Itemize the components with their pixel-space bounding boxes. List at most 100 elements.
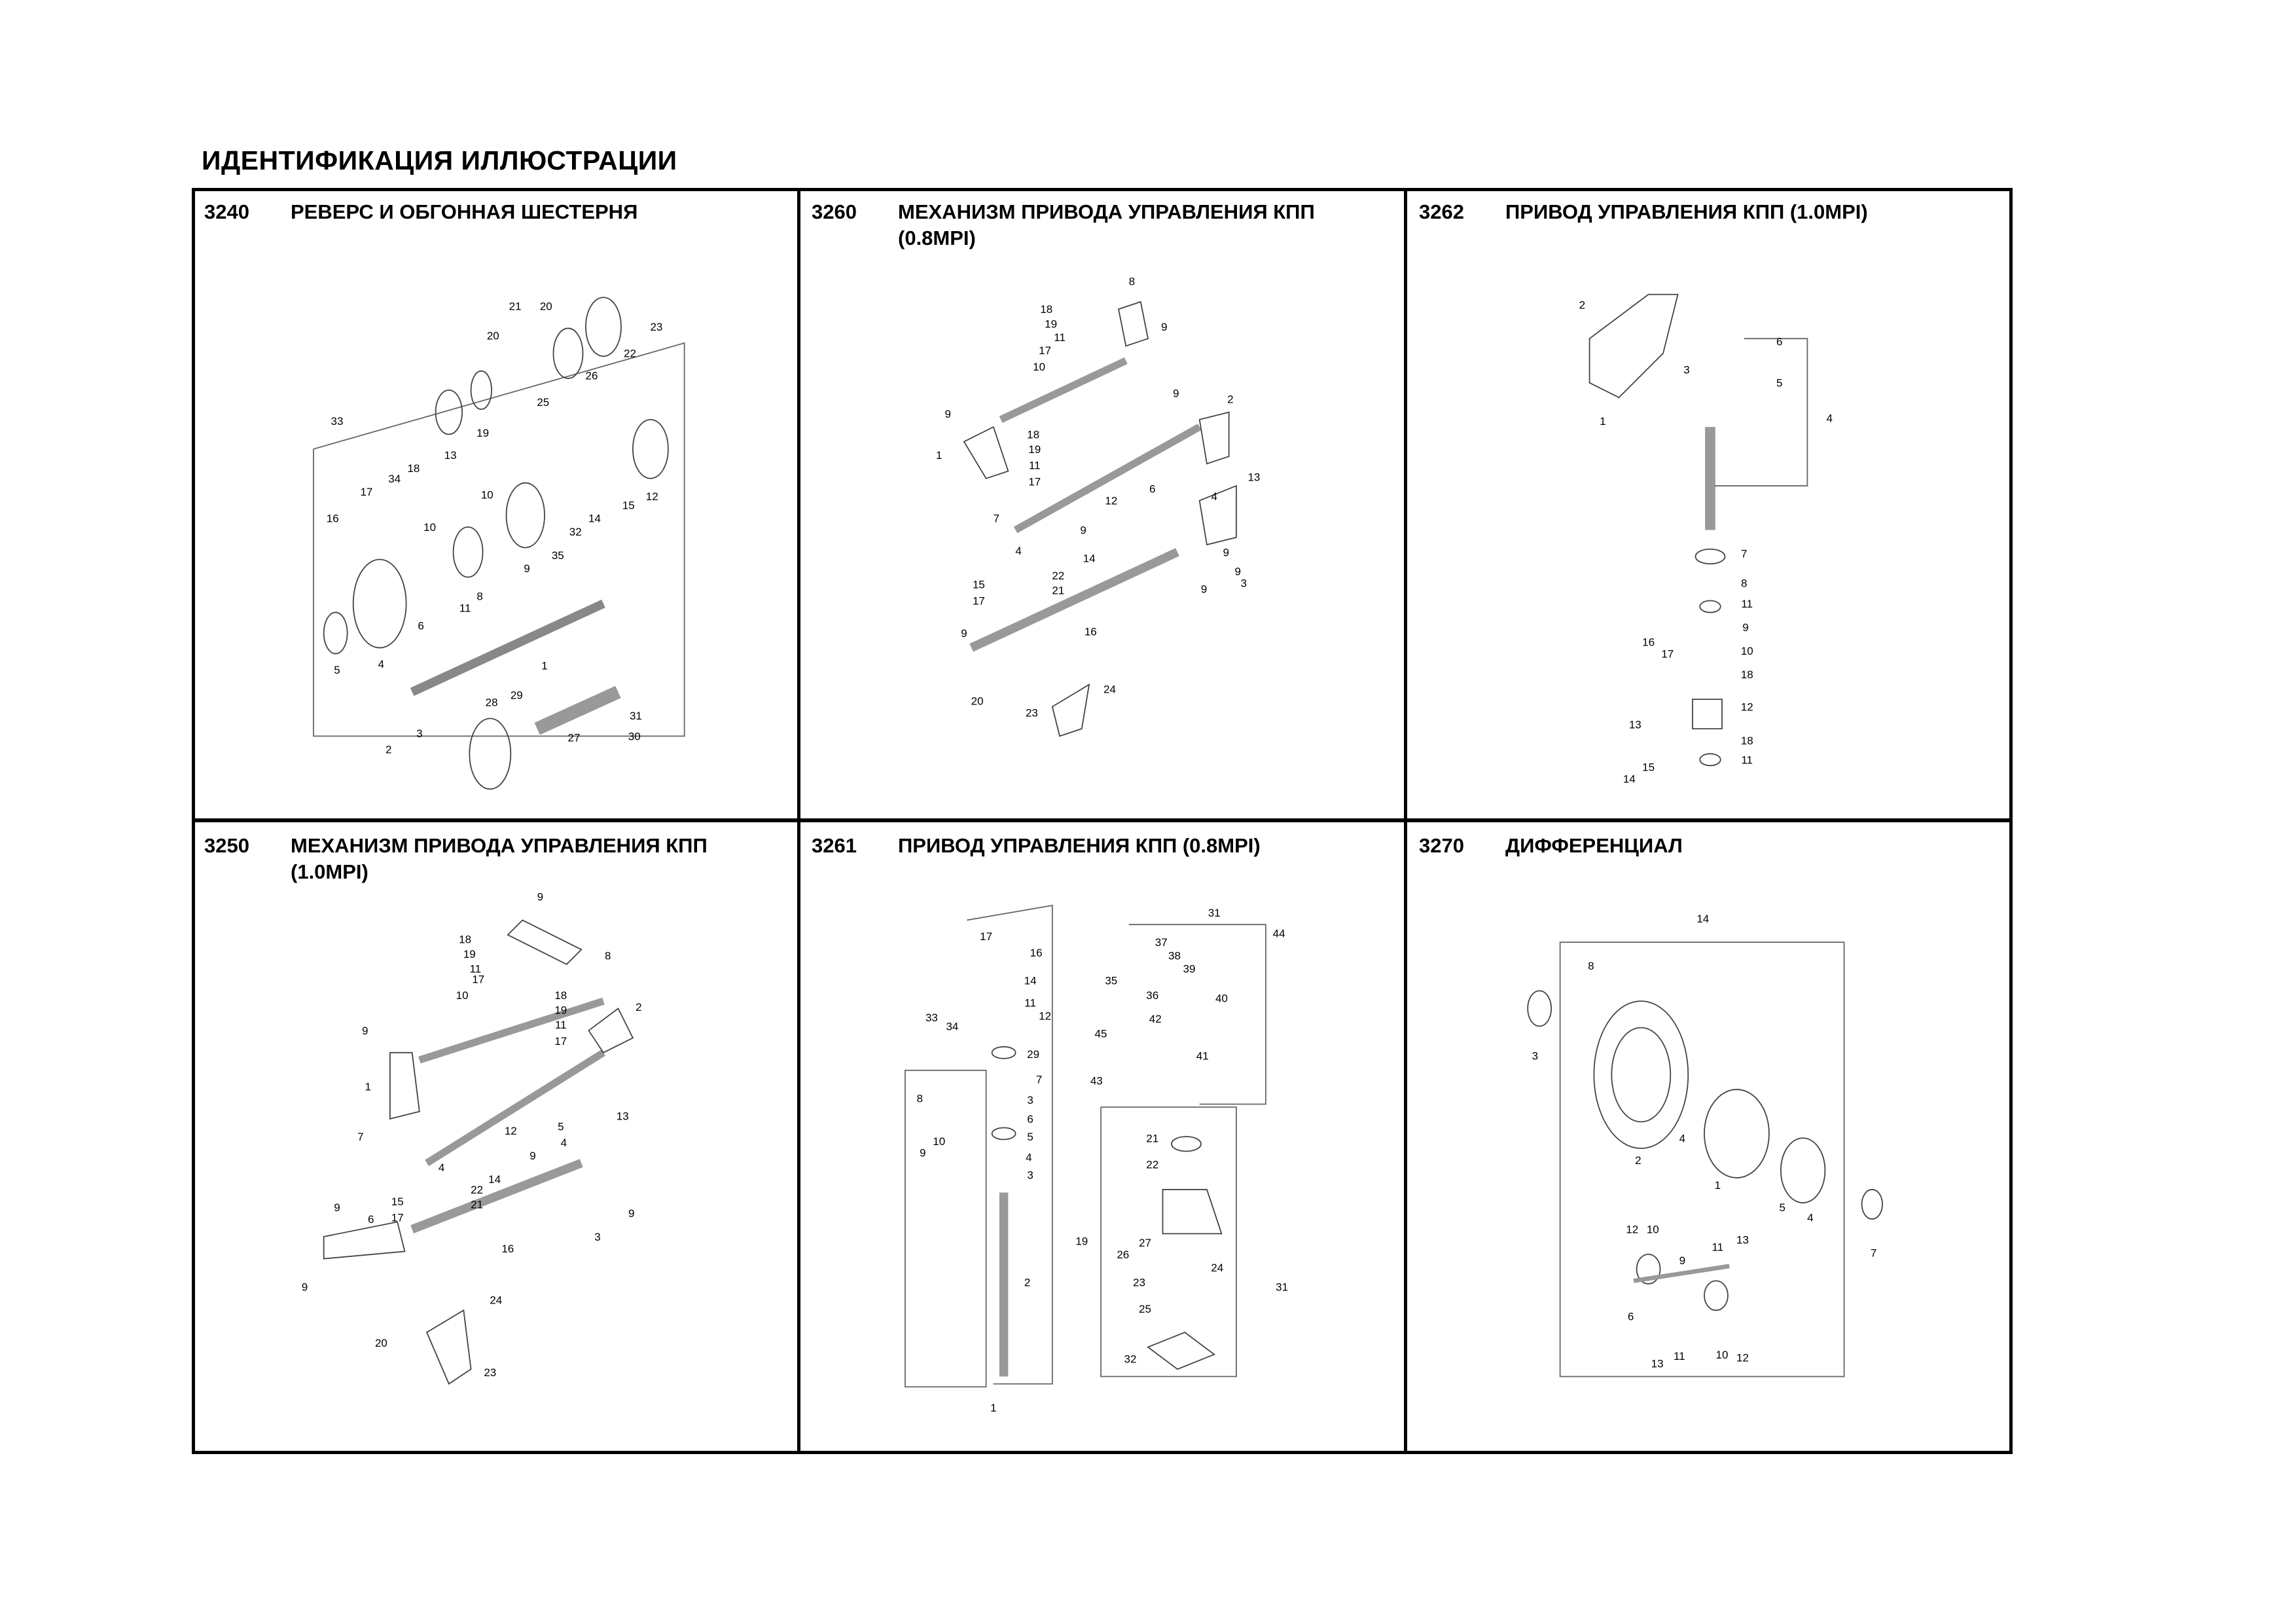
callout-number: 7 bbox=[994, 513, 999, 525]
callout-number: 1 bbox=[1600, 415, 1605, 428]
panel-title: ПРИВОД УПРАВЛЕНИЯ КПП (0.8MPI) bbox=[898, 834, 1261, 857]
callout-number: 7 bbox=[1741, 548, 1747, 560]
callout-number: 20 bbox=[487, 330, 499, 342]
callout-number: 24 bbox=[1103, 683, 1116, 695]
callout-number: 14 bbox=[1623, 773, 1636, 786]
callout-number: 11 bbox=[1741, 754, 1753, 766]
callout-number: 31 bbox=[630, 710, 642, 722]
callout-number: 43 bbox=[1090, 1075, 1103, 1087]
callout-number: 25 bbox=[1139, 1303, 1151, 1315]
callout-number: 6 bbox=[1027, 1113, 1033, 1125]
callout-number: 1 bbox=[1715, 1179, 1721, 1192]
panel-number: 3270 bbox=[1419, 834, 1464, 857]
callout-number: 20 bbox=[971, 695, 984, 707]
callout-number: 37 bbox=[1155, 936, 1168, 949]
callout-number: 23 bbox=[1133, 1277, 1145, 1289]
callout-number: 12 bbox=[505, 1125, 517, 1137]
callout-number: 9 bbox=[1742, 621, 1748, 634]
callout-number: 13 bbox=[444, 449, 457, 462]
callout-number: 10 bbox=[1033, 361, 1045, 373]
callout-number: 18 bbox=[1741, 735, 1753, 747]
callout-number: 10 bbox=[1741, 645, 1753, 657]
panel-number: 3261 bbox=[812, 834, 857, 857]
callout-number: 11 bbox=[1029, 460, 1041, 472]
callout-number: 28 bbox=[486, 697, 498, 709]
callout-number: 9 bbox=[362, 1025, 368, 1037]
callout-number: 3 bbox=[1027, 1094, 1033, 1106]
callout-number: 13 bbox=[1651, 1357, 1664, 1370]
callout-number: 17 bbox=[472, 973, 484, 985]
callout-number: 11 bbox=[1674, 1350, 1685, 1362]
callout-number: 16 bbox=[1085, 626, 1097, 638]
callout-number: 10 bbox=[456, 989, 469, 1002]
callout-number: 7 bbox=[357, 1131, 363, 1143]
callout-number: 8 bbox=[605, 949, 611, 962]
callout-number: 9 bbox=[944, 408, 950, 420]
callout-number: 41 bbox=[1196, 1049, 1209, 1062]
callout-number: 6 bbox=[368, 1213, 374, 1226]
callout-number: 12 bbox=[1626, 1224, 1638, 1236]
callout-number: 2 bbox=[636, 1001, 641, 1013]
callout-number: 4 bbox=[378, 658, 384, 670]
callout-number: 6 bbox=[1149, 483, 1155, 496]
callout-number: 21 bbox=[1146, 1132, 1158, 1144]
callout-number: 24 bbox=[490, 1294, 502, 1307]
callout-number: 17 bbox=[1661, 647, 1674, 660]
callout-number: 9 bbox=[1201, 583, 1207, 596]
callout-number: 6 bbox=[1628, 1310, 1634, 1322]
callout-number: 2 bbox=[1024, 1277, 1030, 1289]
callout-number: 9 bbox=[1679, 1254, 1685, 1267]
callout-number: 18 bbox=[1027, 428, 1039, 441]
callout-number: 19 bbox=[463, 948, 476, 960]
callout-number: 8 bbox=[1129, 276, 1135, 288]
callout-number: 33 bbox=[331, 415, 344, 428]
callout-number: 8 bbox=[476, 591, 482, 603]
callout-number: 2 bbox=[1635, 1154, 1641, 1167]
diagram-3262-shift-control bbox=[1588, 293, 1808, 767]
callout-number: 17 bbox=[554, 1035, 567, 1048]
callout-number: 5 bbox=[558, 1120, 564, 1133]
callout-number: 4 bbox=[1015, 545, 1021, 557]
callout-number: 34 bbox=[946, 1020, 958, 1032]
panel-number: 3250 bbox=[204, 834, 249, 857]
callout-number: 13 bbox=[617, 1110, 629, 1123]
callout-number: 23 bbox=[650, 321, 662, 333]
callout-number: 34 bbox=[388, 473, 401, 485]
callout-number: 4 bbox=[561, 1137, 567, 1149]
callout-number: 24 bbox=[1211, 1262, 1223, 1274]
panel-number: 3260 bbox=[812, 200, 857, 223]
callout-number: 19 bbox=[1075, 1235, 1088, 1248]
callout-number: 45 bbox=[1095, 1028, 1107, 1040]
callout-number: 14 bbox=[588, 513, 601, 525]
callout-number: 42 bbox=[1149, 1013, 1162, 1025]
callout-number: 11 bbox=[469, 963, 481, 976]
callout-number: 17 bbox=[973, 595, 985, 608]
callout-number: 23 bbox=[484, 1366, 496, 1379]
callout-number: 4 bbox=[439, 1161, 444, 1174]
callout-number: 15 bbox=[391, 1195, 404, 1208]
callout-number: 6 bbox=[1776, 336, 1782, 348]
callout-number: 22 bbox=[1146, 1159, 1158, 1171]
callout-number: 2 bbox=[1227, 393, 1233, 405]
callout-number: 39 bbox=[1183, 963, 1196, 976]
callout-number: 2 bbox=[386, 744, 391, 756]
panel-title: ДИФФЕРЕНЦИАЛ bbox=[1505, 834, 1683, 857]
callout-number: 9 bbox=[628, 1207, 634, 1220]
callout-number: 21 bbox=[471, 1199, 483, 1211]
row-divider bbox=[192, 818, 2013, 822]
callout-number: 26 bbox=[586, 369, 598, 382]
callout-number: 9 bbox=[961, 627, 967, 640]
callout-number: 12 bbox=[1105, 495, 1117, 507]
callout-number: 14 bbox=[488, 1173, 501, 1186]
panel-title: РЕВЕРС И ОБГОННАЯ ШЕСТЕРНЯ bbox=[291, 200, 638, 223]
callout-number: 9 bbox=[334, 1201, 340, 1214]
callout-number: 1 bbox=[541, 659, 547, 672]
callout-number: 9 bbox=[524, 562, 529, 575]
callout-number: 4 bbox=[1679, 1132, 1685, 1144]
callout-number: 33 bbox=[925, 1012, 938, 1024]
callout-number: 19 bbox=[1028, 443, 1041, 456]
callout-number: 11 bbox=[1024, 996, 1036, 1009]
